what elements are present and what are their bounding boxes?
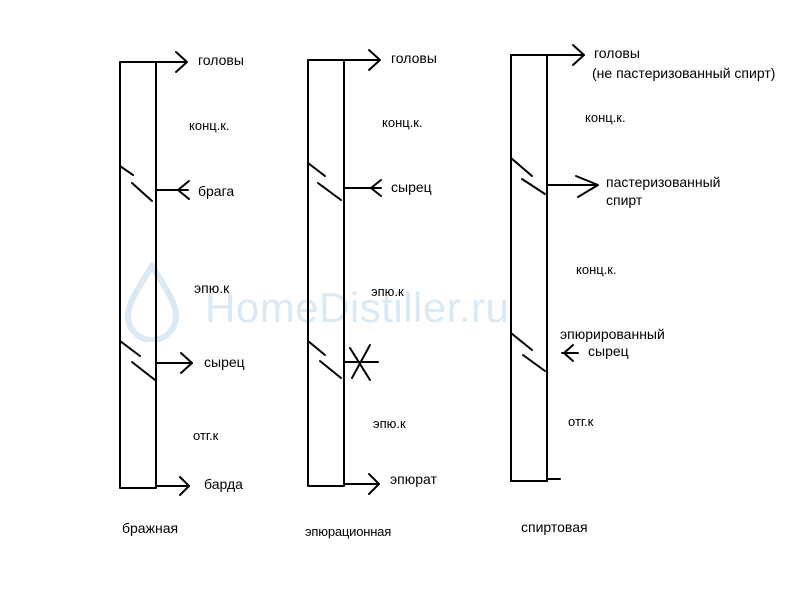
column-3-plate-1a	[510, 157, 533, 177]
column-2-epu-low-label: эпю.к	[373, 416, 406, 431]
column-1-bottoms-label: барда	[204, 476, 243, 492]
column-3-heads-note: (не пастеризованный спирт)	[592, 65, 776, 81]
watermark-text: HomeDistiller.ru	[205, 284, 510, 331]
column-3-title: спиртовая	[521, 519, 588, 535]
column-1-output-label: сырец	[204, 354, 245, 370]
column-3-product-label-1: пастеризованный	[606, 174, 721, 190]
column-3-product-label-2: спирт	[606, 192, 643, 208]
column-3-feed-arrow	[563, 344, 574, 362]
column-3-heads-arrow	[572, 44, 585, 66]
column-3-plate-2b	[522, 354, 546, 372]
column-3-body	[510, 54, 548, 482]
column-3-conc-mid-label: конц.к.	[576, 262, 617, 277]
column-1-plate-1b	[131, 182, 153, 202]
column-1-epu-label: эпю.к	[194, 280, 230, 296]
column-3-plate-2a	[510, 332, 533, 351]
column-1-body	[119, 61, 157, 489]
column-3-conc-top-label: конц.к.	[585, 110, 626, 125]
column-2-feed-label: сырец	[391, 179, 432, 195]
column-2-plate-1b	[317, 182, 342, 201]
column-1-output-arrow	[180, 352, 193, 374]
column-2-bottoms-label: эпюрат	[390, 471, 437, 487]
column-2-bottoms-arrow	[368, 473, 380, 495]
column-2-blocked-cross-b	[351, 344, 371, 379]
column-2-body	[307, 59, 345, 487]
column-2-epu-mid-label: эпю.к	[371, 284, 404, 299]
column-2-plate-2a	[307, 340, 326, 356]
column-1-plate-2b	[131, 361, 156, 381]
column-3-strip-label: отг.к	[568, 414, 594, 429]
column-1-feed-arrow	[177, 180, 190, 200]
column-2-plate-1a	[307, 162, 326, 177]
column-1-strip-label: отг.к	[193, 428, 219, 443]
column-1-heads-arrow	[175, 51, 188, 73]
column-2-conc-label: конц.к.	[382, 115, 423, 130]
column-2-heads-label: головы	[391, 50, 437, 66]
column-2-heads-arrow	[368, 49, 381, 71]
column-1-title: бражная	[122, 520, 179, 536]
column-1-bottoms-arrow	[179, 476, 190, 496]
column-1-feed-label: брага	[198, 183, 235, 199]
column-3-product-arrow	[575, 175, 599, 198]
column-3-heads-label: головы	[594, 45, 640, 61]
column-3-feed-label-1: эпюрированный	[560, 326, 665, 342]
column-3-plate-1b	[521, 178, 546, 195]
column-2-plate-2b	[319, 360, 342, 379]
column-2-feed-arrow	[370, 179, 382, 197]
column-1-plate-2a	[119, 340, 141, 357]
column-1-heads-label: головы	[198, 52, 244, 68]
column-3-feed-label-2: сырец	[588, 343, 629, 359]
water-drop-icon	[124, 262, 180, 342]
column-1-conc-label: конц.к.	[189, 118, 230, 133]
column-2-title: эпюрационная	[305, 524, 392, 539]
column-1-plate-1a	[119, 165, 134, 176]
